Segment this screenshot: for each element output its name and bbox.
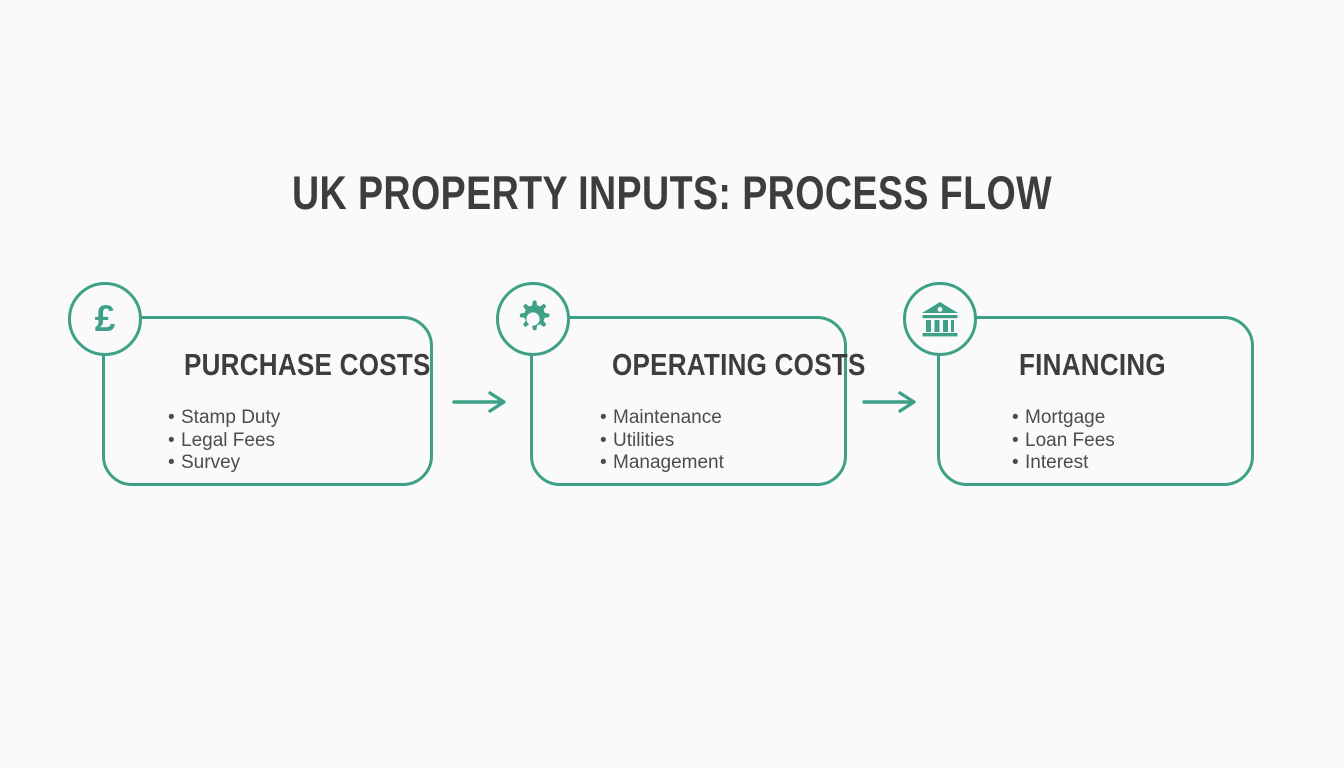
list-item: Maintenance (600, 407, 724, 430)
step-item-list: Stamp Duty Legal Fees Survey (168, 407, 280, 475)
process-flow-row: £ Purchase Costs Stamp Duty Legal Fees S… (0, 282, 1344, 488)
step-heading: Operating Costs (612, 347, 866, 382)
step-heading: Financing (1019, 347, 1166, 382)
list-item: Management (600, 452, 724, 475)
step-item-list: Mortgage Loan Fees Interest (1012, 407, 1115, 475)
list-item: Mortgage (1012, 407, 1115, 430)
list-item: Interest (1012, 452, 1115, 475)
arrow-right-icon (452, 389, 508, 415)
list-item: Legal Fees (168, 430, 280, 453)
step-card-operating-costs[interactable]: Operating Costs (496, 282, 865, 486)
arrow-right-icon (862, 389, 918, 415)
list-item: Stamp Duty (168, 407, 280, 430)
gear-icon (496, 282, 570, 356)
step-item-list: Maintenance Utilities Management (600, 407, 724, 475)
bank-icon (903, 282, 977, 356)
list-item: Loan Fees (1012, 430, 1115, 453)
step-heading: Purchase Costs (184, 347, 431, 382)
pound-sterling-glyph: £ (94, 297, 116, 339)
step-card-financing[interactable]: Financing (903, 282, 1254, 486)
list-item: Utilities (600, 430, 724, 453)
page-title: UK Property Inputs: Process Flow (291, 166, 1052, 219)
step-card-purchase-costs[interactable]: £ Purchase Costs (68, 282, 433, 486)
pound-sterling-icon: £ (68, 282, 142, 356)
list-item: Survey (168, 452, 280, 475)
